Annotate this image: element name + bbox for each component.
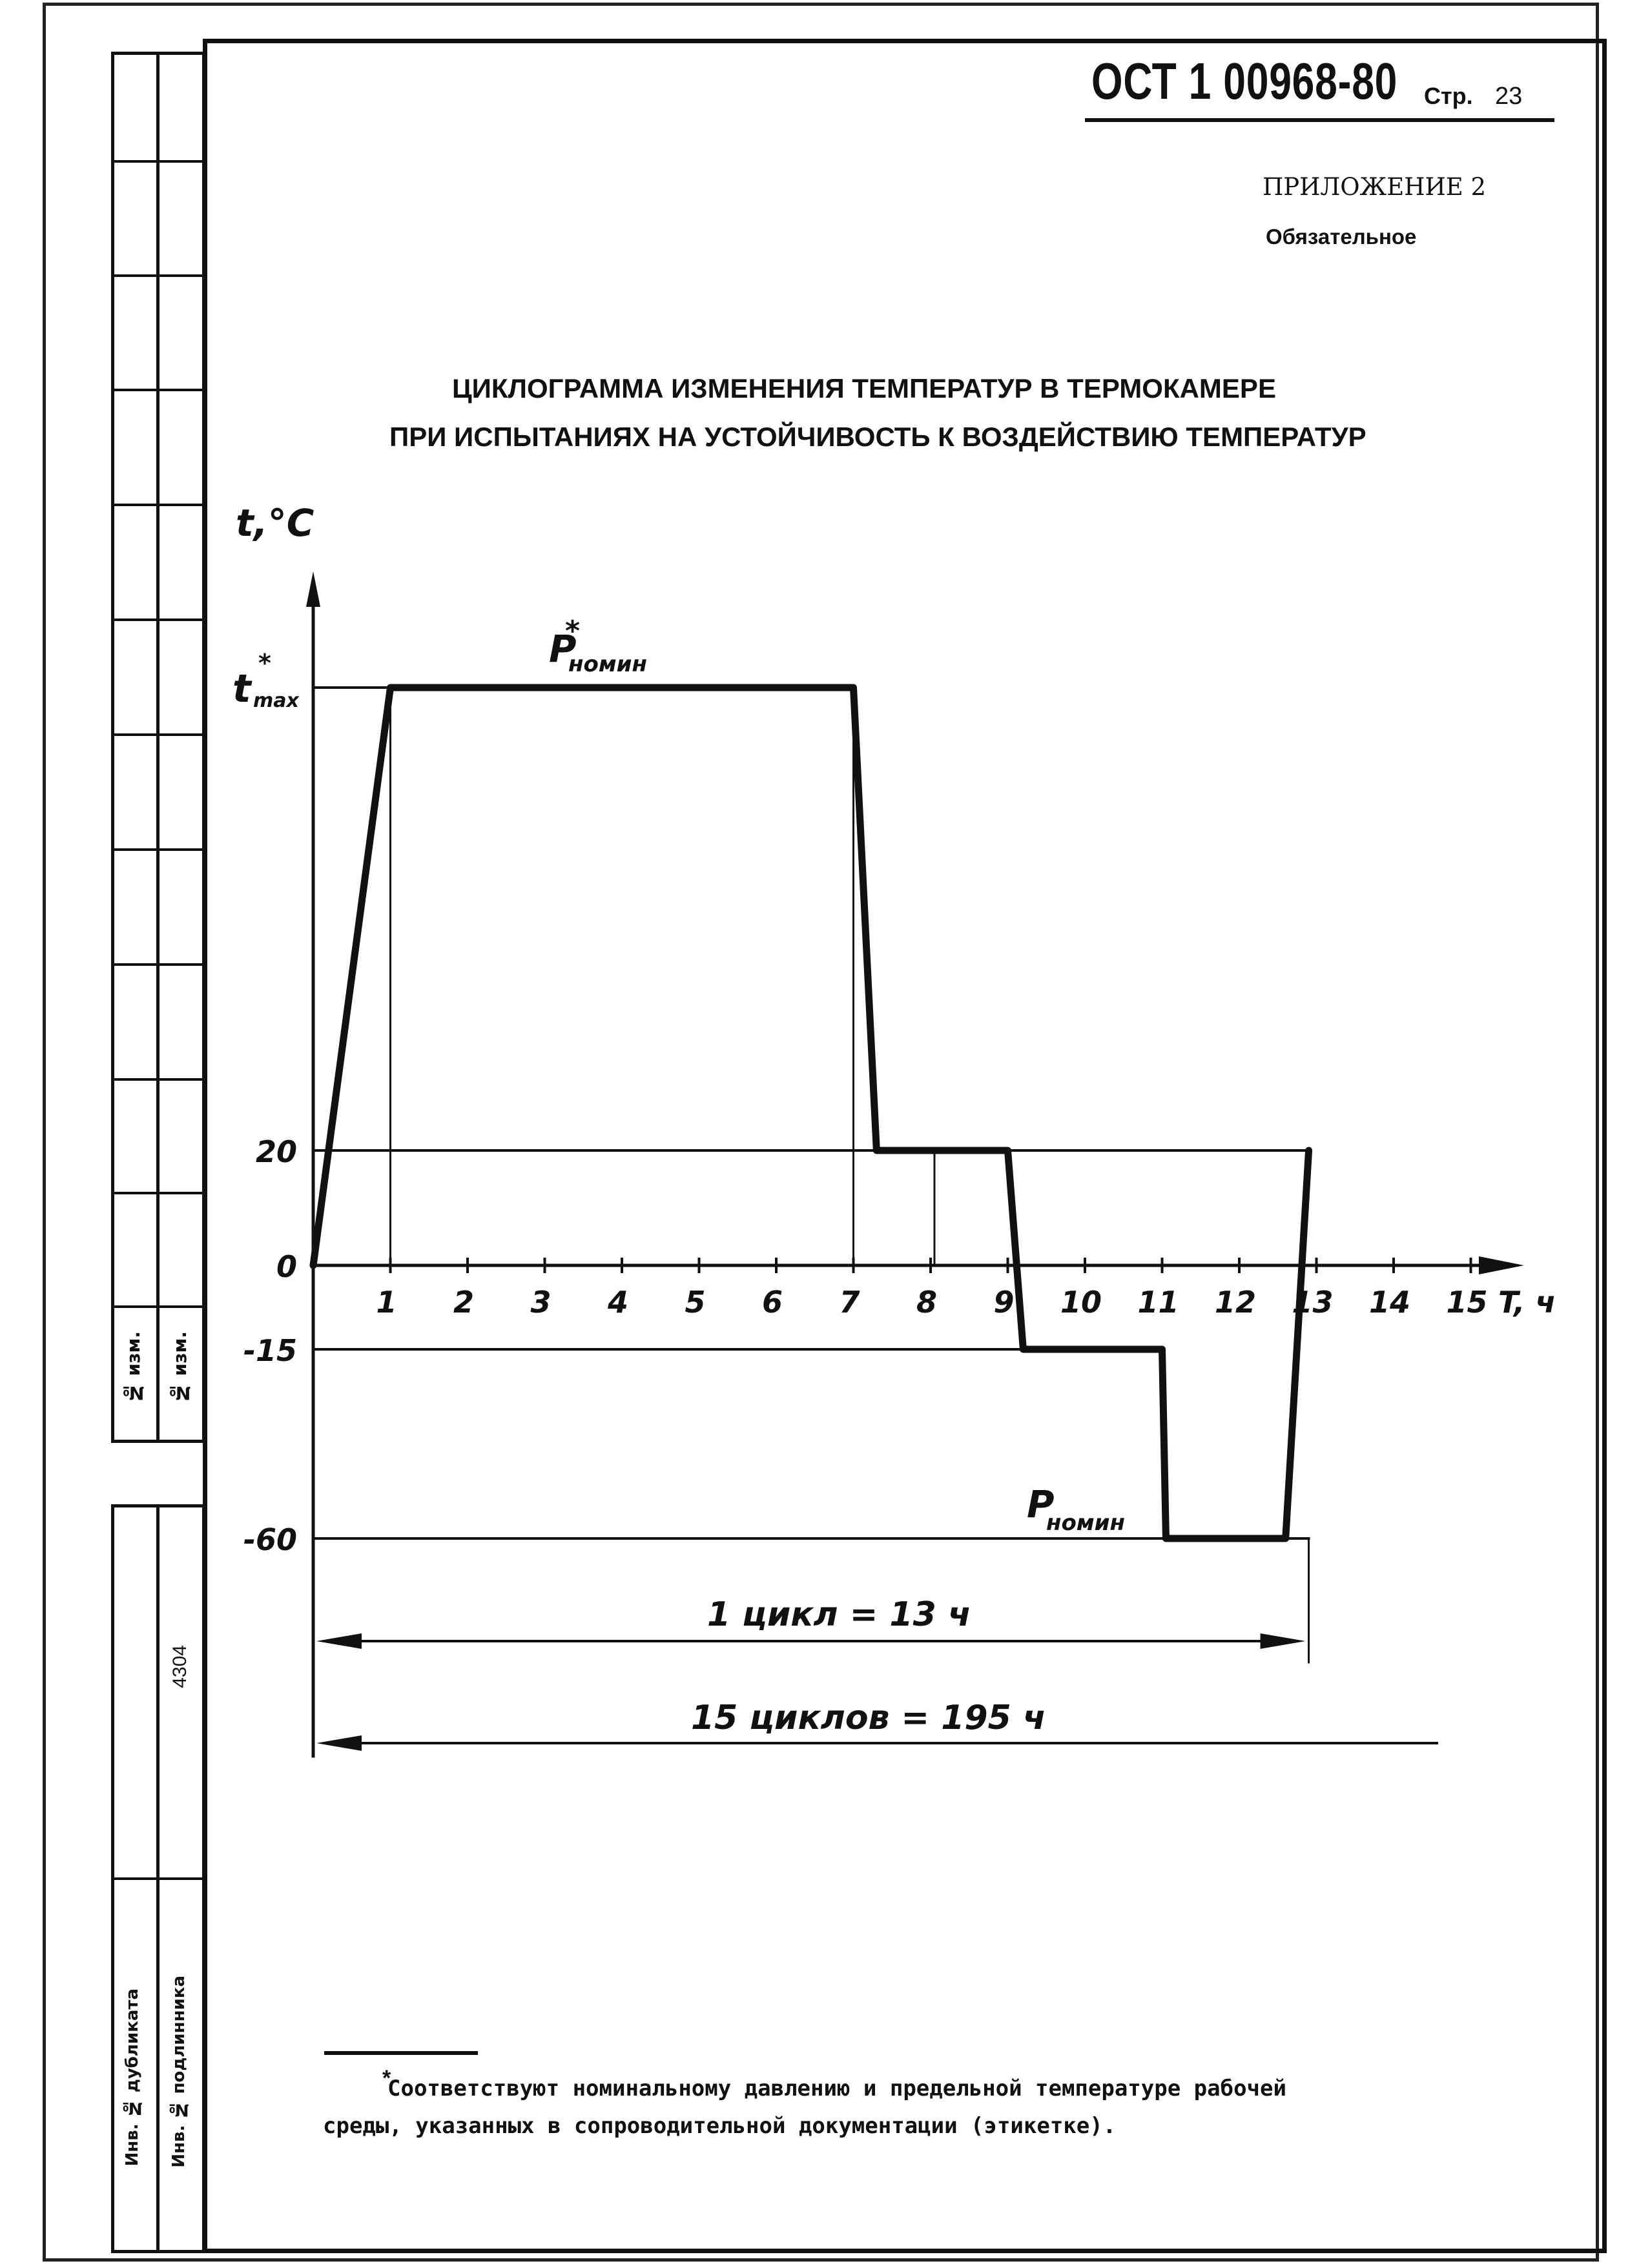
- y-tick-label-tmax-main: t: [232, 666, 253, 711]
- x-tick-label: 12: [1215, 1285, 1256, 1320]
- appendix-label: ПРИЛОЖЕНИЕ 2: [1263, 173, 1487, 201]
- x-tick-label: 10: [1060, 1285, 1102, 1320]
- x-tick-label: 5: [685, 1285, 705, 1320]
- x-tick-label: 9: [993, 1285, 1014, 1320]
- y-tick-label-tmax-sub: max: [253, 690, 300, 712]
- pressure-label-upper-sub: номин: [568, 651, 647, 677]
- margin-row-divider: [111, 389, 205, 391]
- pressure-label-upper-star: *: [565, 615, 580, 648]
- footnote-line-2: среды, указанных в сопроводительной доку…: [323, 2113, 1117, 2139]
- cycle-duration-label: 1 цикл = 13 ч: [707, 1595, 971, 1634]
- margin-column-inner-top: [156, 52, 205, 1443]
- footnote-rule: [324, 2051, 478, 2055]
- y-axis-label: t,°C: [236, 501, 314, 545]
- margin-row-divider: [111, 1078, 205, 1081]
- margin-row-divider: [111, 1305, 205, 1308]
- margin-row-divider: [111, 1192, 205, 1194]
- footnote-star: *: [382, 2066, 391, 2090]
- x-tick-label: 7: [839, 1285, 860, 1320]
- y-axis-arrow: [306, 571, 320, 607]
- document-title-line-1: ЦИКЛОГРАММА ИЗМЕНЕНИЯ ТЕМПЕРАТУР В ТЕРМО…: [452, 373, 1276, 404]
- page-label: Стр.: [1424, 83, 1473, 109]
- y-tick-label: -60: [243, 1522, 297, 1557]
- x-tick-label: 11: [1137, 1285, 1179, 1320]
- cycle-arrow-left: [316, 1633, 362, 1649]
- x-tick-label: 2: [453, 1285, 474, 1320]
- x-tick-label: 1: [376, 1285, 397, 1320]
- margin-row-divider: [111, 618, 205, 621]
- pressure-label-lower-sub: номин: [1046, 1510, 1125, 1536]
- margin-row-divider: [111, 504, 205, 506]
- x-tick-label: 3: [530, 1285, 551, 1320]
- margin-row-divider: [111, 963, 205, 966]
- x-tick-label: 8: [916, 1285, 937, 1320]
- page-number: 23: [1495, 83, 1523, 110]
- cycle-arrow-right: [1260, 1633, 1306, 1649]
- total-arrow-left: [316, 1735, 362, 1751]
- margin-row-divider: [111, 1877, 205, 1880]
- margin-row-divider: [111, 733, 205, 736]
- appendix-status: Обязательное: [1266, 225, 1417, 249]
- y-tick-label-tmax-star: *: [258, 649, 271, 677]
- y-tick-label: 20: [256, 1134, 297, 1169]
- pressure-label-lower-main: P: [1027, 1482, 1055, 1526]
- page-outer-frame: [43, 3, 1599, 2262]
- y-tick-label: -15: [243, 1333, 297, 1368]
- pressure-label-upper-main: P: [549, 627, 577, 671]
- margin-row-divider: [111, 848, 205, 851]
- x-tick-label: 15: [1446, 1285, 1487, 1320]
- header-underline: [1085, 118, 1554, 122]
- x-tick-label: 6: [762, 1285, 783, 1320]
- total-duration-label: 15 циклов = 195 ч: [691, 1699, 1046, 1737]
- x-tick-label: 4: [607, 1285, 628, 1320]
- x-axis-label: T, ч: [1498, 1285, 1556, 1320]
- x-tick-label: 14: [1369, 1285, 1410, 1320]
- margin-row-divider: [111, 274, 205, 277]
- x-axis-arrow: [1479, 1256, 1524, 1274]
- standard-code: ОСТ 1 00968-80: [1091, 52, 1398, 110]
- margin-row-divider: [111, 160, 205, 163]
- document-title-line-2: ПРИ ИСПЫТАНИЯХ НА УСТОЙЧИВОСТЬ К ВОЗДЕЙС…: [389, 422, 1366, 452]
- temperature-profile-line: [309, 684, 1313, 1542]
- footnote-line-1: Соответствуют номинальному давлению и пр…: [387, 2076, 1286, 2101]
- y-tick-label: 0: [276, 1249, 297, 1284]
